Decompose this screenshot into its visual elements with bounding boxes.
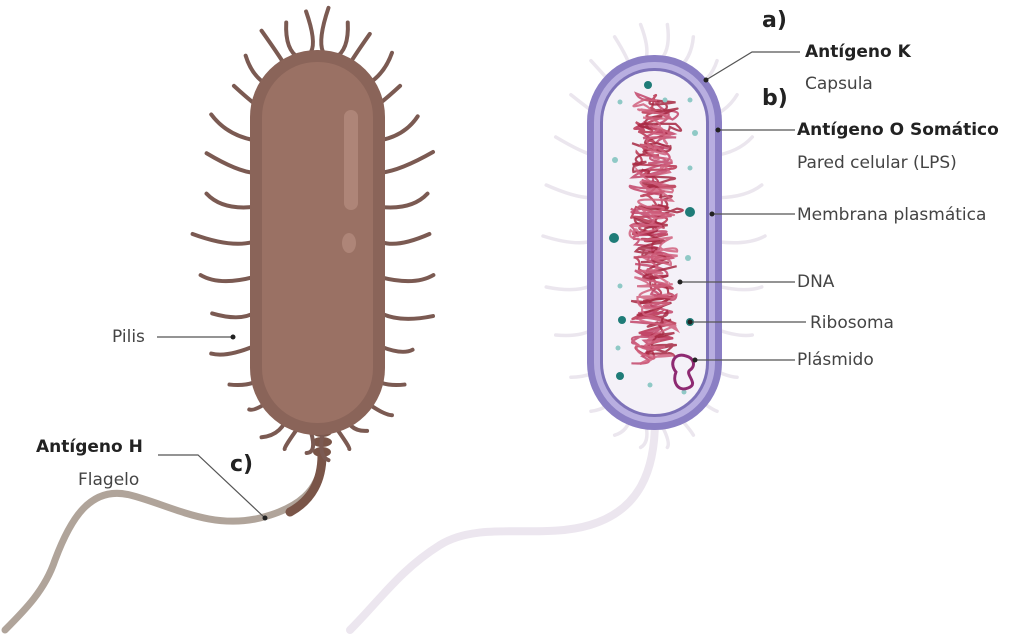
ghost-pilus [546,185,590,198]
label-cell-wall: Pared celular (LPS) [797,153,957,173]
pilus [377,311,433,319]
pilus [307,432,314,453]
label-dna: DNA [797,272,834,292]
label-letter-b: b) [762,86,788,111]
ghost-flagellum [350,420,655,630]
label-pilis: Pilis [112,327,145,347]
label-ribosome: Ribosoma [810,313,894,333]
ribosome [688,166,693,171]
flagellum [5,462,322,630]
left-bacterium [5,8,433,630]
pilus [381,234,429,244]
ribosome [663,98,668,103]
pilus [207,194,254,208]
pilus [306,11,313,51]
pilus [380,275,433,281]
bacterium-highlight [344,110,358,210]
right-bacterium [350,25,765,630]
pilus [377,152,433,173]
label-antigen-o: Antígeno O Somático [797,120,999,140]
label-flagellum: Flagelo [78,470,139,490]
ghost-pilus [543,236,588,243]
leader-capsule [706,52,800,80]
ribosome [609,233,619,243]
ghost-pilus [718,286,762,289]
ribosome [648,383,653,388]
ghost-pilus [546,286,590,289]
label-plasmid: Plásmido [797,350,874,370]
ribosome [612,157,618,163]
label-membrane: Membrana plasmática [797,205,986,225]
pilus [321,8,328,52]
bacterium-highlight-dot [342,233,356,253]
pilus [380,194,427,208]
label-capsule: Capsula [805,74,873,94]
ribosome [692,130,698,136]
label-letter-c: c) [230,452,253,477]
ribosome [685,207,695,217]
label-antigen-h: Antígeno H [36,437,143,457]
ribosome [688,98,693,103]
ghost-pilus [641,25,647,59]
pilus [193,234,253,244]
label-letter-a: a) [762,8,787,33]
ghost-pilus [720,236,765,243]
ghost-pilus [718,185,762,198]
ribosome [616,346,621,351]
ribosome [618,100,623,105]
ribosome [644,81,652,89]
pilus [207,153,257,173]
pilus [201,275,254,281]
ribosome [618,284,623,289]
ghost-pilus [662,25,668,59]
ribosome [618,316,626,324]
pilus [286,22,299,58]
label-antigen-k: Antígeno K [805,42,911,62]
ribosome [616,372,624,380]
ribosome [685,255,691,261]
